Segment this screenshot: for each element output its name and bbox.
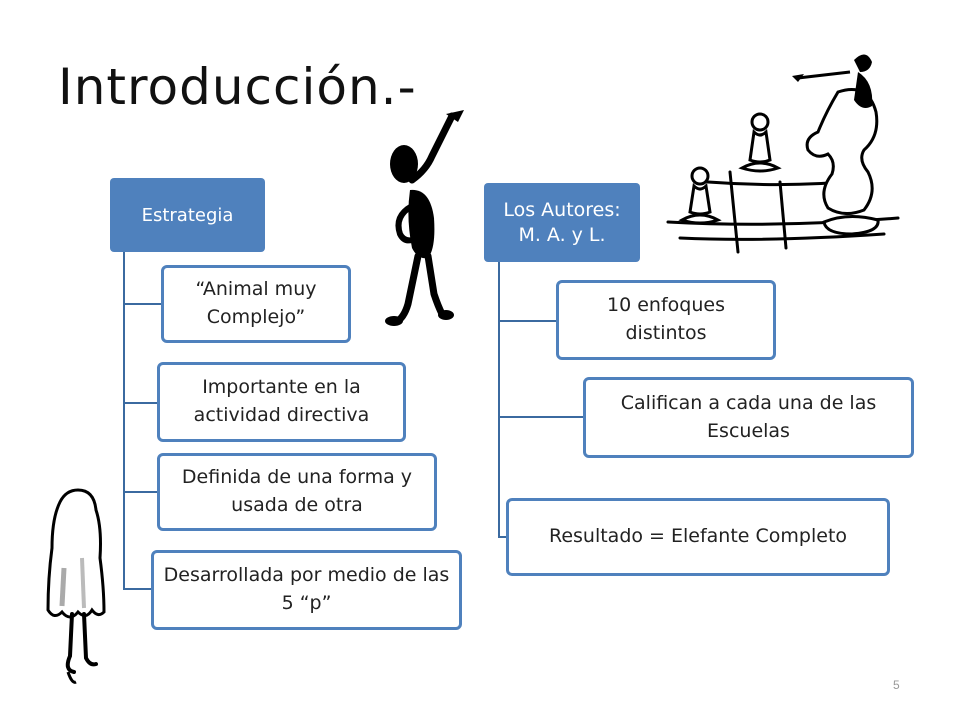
left-node-defined: Definida de una forma y usada de otra: [157, 453, 437, 531]
left-connector-3: [123, 491, 159, 493]
left-node-animal: “Animal muy Complejo”: [161, 265, 351, 343]
strategy-header: Estrategia: [110, 178, 265, 252]
authors-header: Los Autores: M. A. y L.: [484, 183, 640, 262]
right-tree-trunk: [498, 262, 500, 537]
left-connector-4: [123, 588, 153, 590]
right-connector-3: [498, 536, 508, 538]
right-node-rate-schools: Califican a cada una de las Escuelas: [583, 377, 914, 458]
left-node-important: Importante en la actividad directiva: [157, 362, 406, 442]
chess-pieces-icon: [666, 54, 900, 254]
left-connector-2: [123, 402, 159, 404]
right-connector-1: [498, 320, 558, 322]
slide-title: Introducción.-: [58, 58, 417, 116]
right-connector-2: [498, 416, 584, 418]
pointing-figure-icon: [385, 110, 464, 326]
ghost-figure-icon: [46, 488, 106, 684]
left-node-developed: Desarrollada por medio de las 5 “p”: [151, 550, 462, 630]
right-node-approaches: 10 enfoques distintos: [556, 280, 776, 360]
left-tree-trunk: [123, 252, 125, 589]
right-node-result: Resultado = Elefante Completo: [506, 498, 890, 576]
page-number: 5: [893, 678, 900, 692]
left-connector-1: [123, 303, 163, 305]
